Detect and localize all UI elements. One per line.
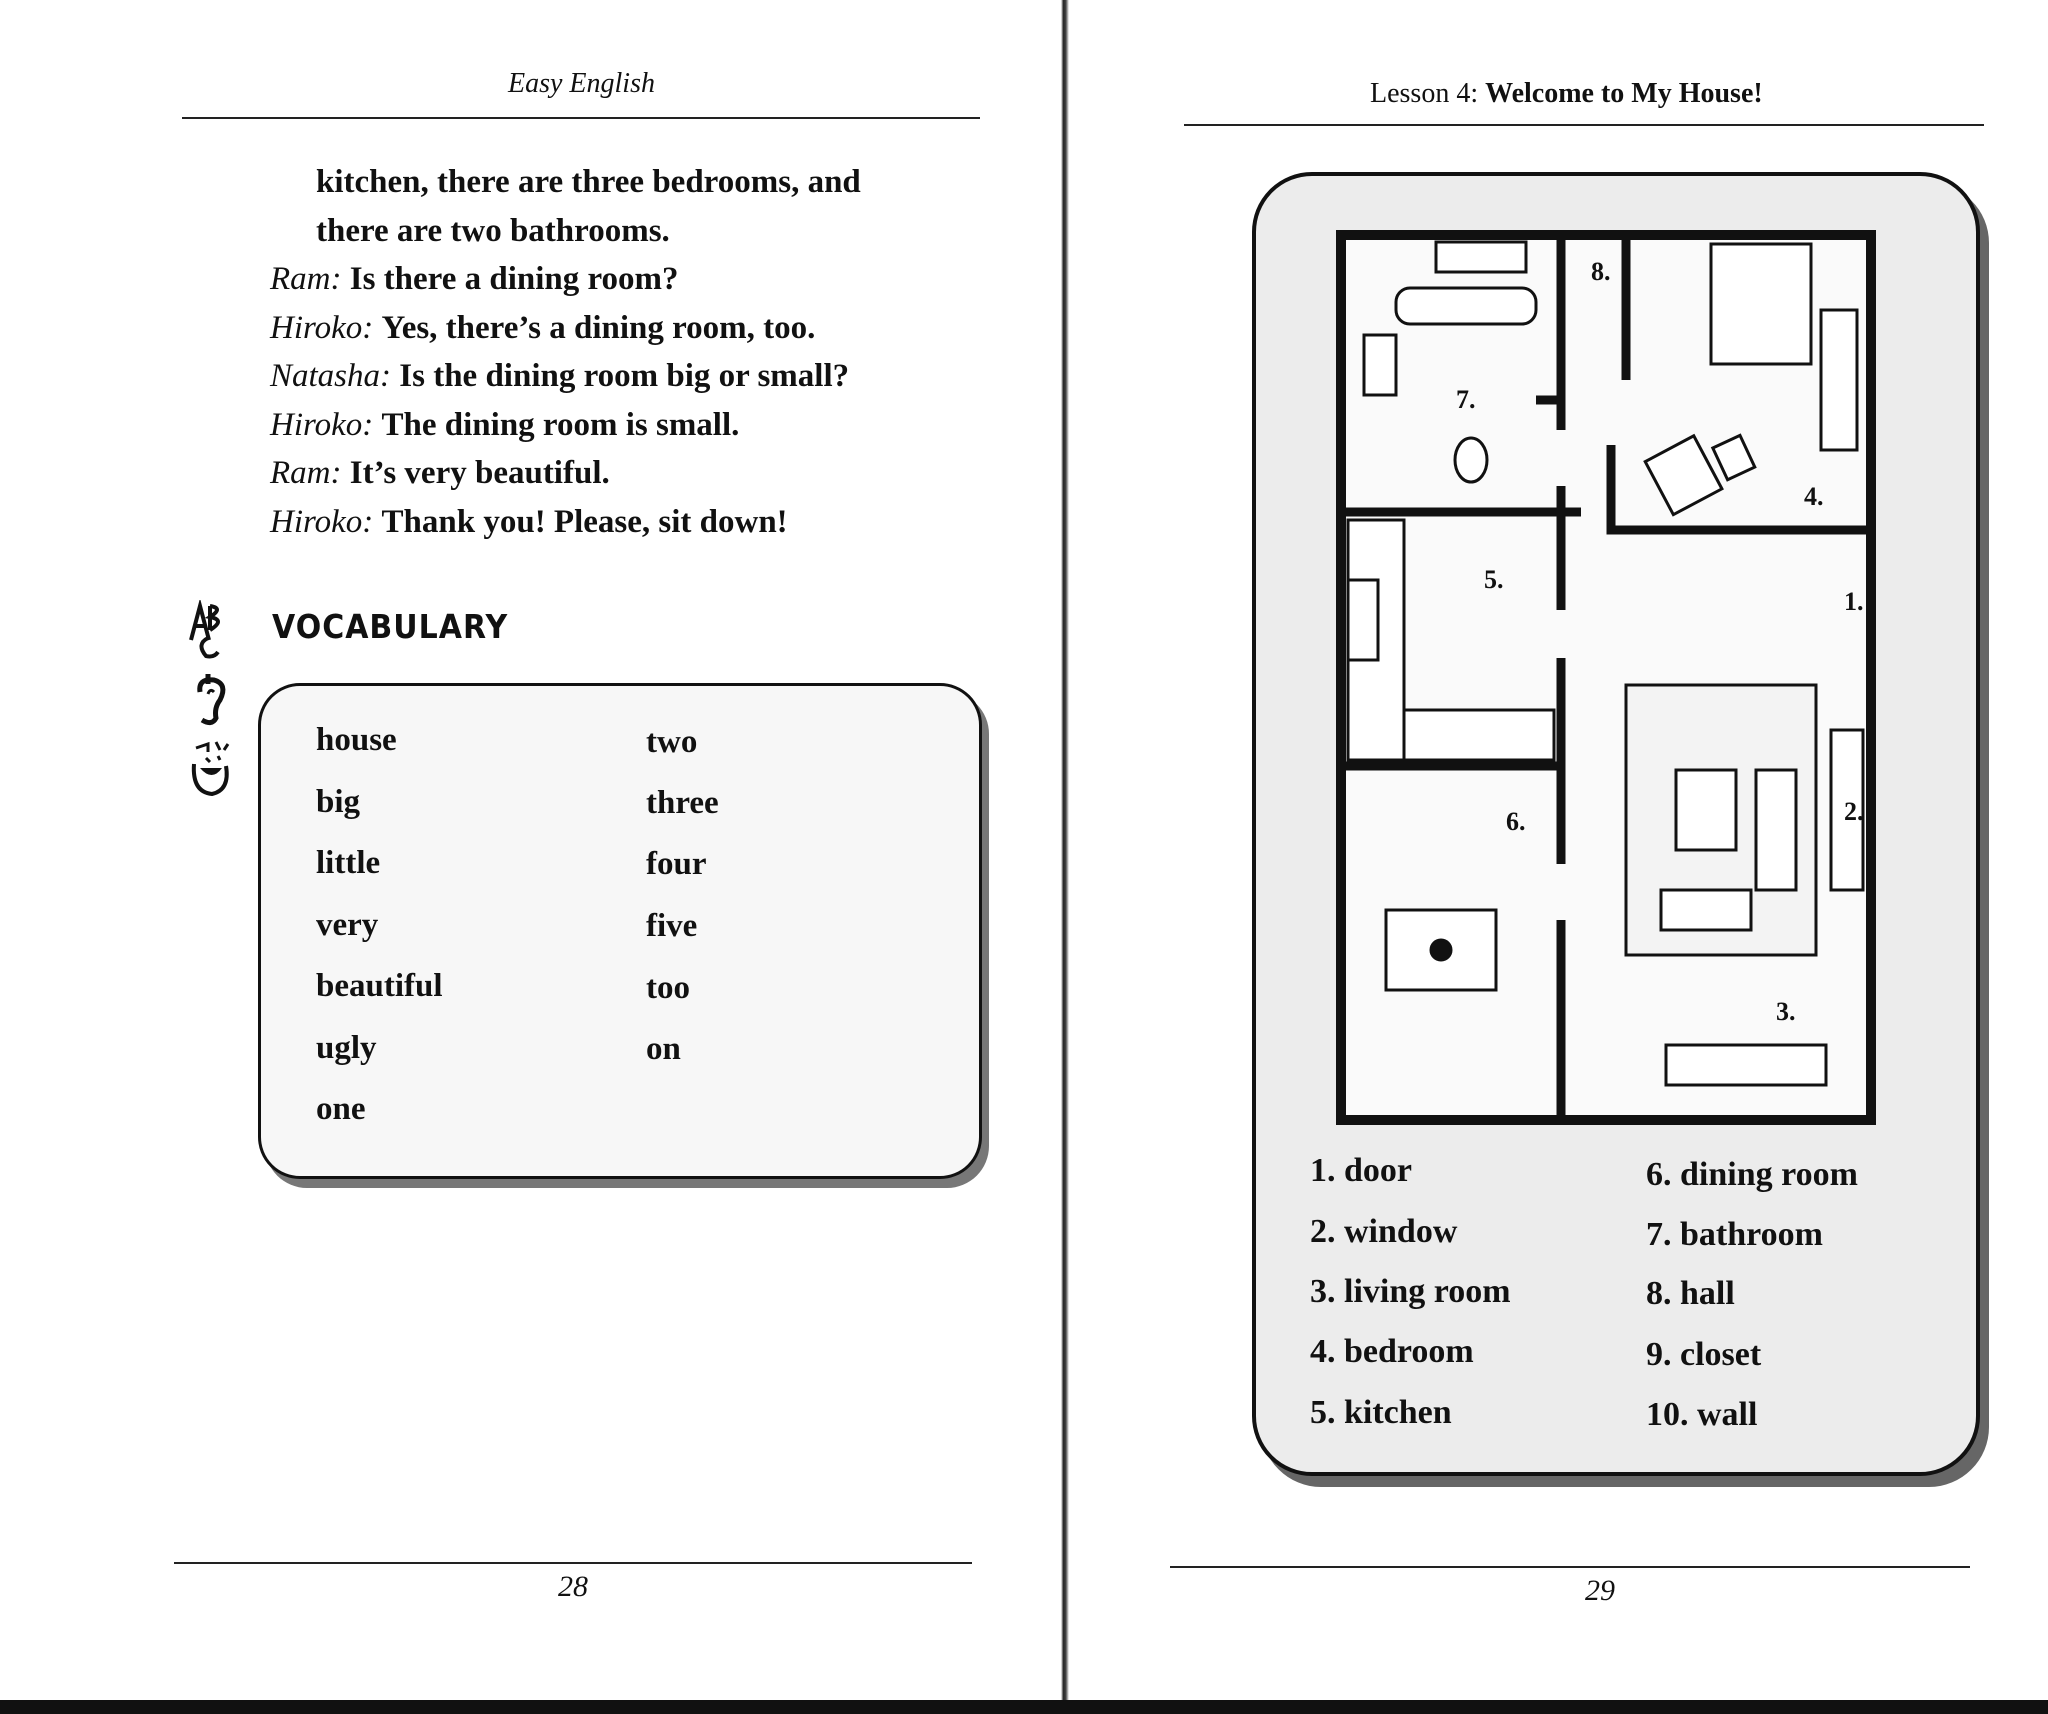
- footer-rule: [174, 1562, 972, 1564]
- vocabulary-word: very: [316, 907, 379, 943]
- vocabulary-word: on: [646, 1031, 681, 1067]
- header-rule: [1184, 124, 1984, 126]
- vocabulary-word: two: [646, 724, 698, 760]
- dialogue-line: Hiroko: Yes, there’s a dining room, too.: [270, 304, 1030, 353]
- dialogue-line: Hiroko: The dining room is small.: [270, 401, 1030, 450]
- vocabulary-word: little: [316, 845, 381, 881]
- dialogue-line: Ram: It’s very beautiful.: [270, 449, 1030, 498]
- room-label: 6.: [1506, 807, 1526, 836]
- living-room-furniture: [1624, 683, 1865, 1087]
- room-label: 7.: [1456, 385, 1476, 414]
- room-label: 8.: [1591, 257, 1611, 286]
- legend-item: 9. closet: [1646, 1336, 1762, 1373]
- speaker-name: Natasha:: [270, 358, 392, 394]
- dialogue-line: there are two bathrooms.: [316, 212, 670, 249]
- vocabulary-word: beautiful: [316, 968, 443, 1004]
- bathroom-fixtures: [1362, 240, 1538, 484]
- running-head: Easy English: [508, 68, 655, 99]
- page-number: 29: [1585, 1574, 1615, 1607]
- abc-letters-icon: [189, 600, 220, 659]
- lesson-title: Welcome to My House!: [1485, 78, 1763, 109]
- interior-walls: [1341, 240, 1866, 1115]
- speaker-name: Hiroko:: [270, 309, 374, 346]
- vocabulary-heading: VOCABULARY: [272, 608, 509, 647]
- running-head: Lesson 4: Welcome to My House!: [1370, 78, 1763, 110]
- ear-icon: [197, 674, 226, 726]
- speech-text: Is there a dining room?: [349, 261, 679, 297]
- dialogue: kitchen, there are three bedrooms, and t…: [270, 158, 1030, 546]
- legend-item: 5. kitchen: [1310, 1394, 1452, 1431]
- lesson-number: Lesson 4:: [1370, 78, 1479, 109]
- speaker-name: Hiroko:: [270, 503, 374, 540]
- dialogue-line: Ram: Is there a dining room?: [270, 255, 1030, 304]
- bedroom-furniture: [1643, 242, 1859, 517]
- book-spine: [1061, 0, 1069, 1714]
- dialogue-line: Natasha: Is the dining room big or small…: [270, 352, 1030, 401]
- speech-text: The dining room is small.: [381, 406, 740, 443]
- dining-table: [1384, 908, 1498, 992]
- legend-item: 8. hall: [1646, 1275, 1735, 1312]
- speaker-name: Ram:: [270, 455, 342, 491]
- page-number: 28: [558, 1570, 588, 1603]
- legend-item: 7. bathroom: [1646, 1216, 1823, 1253]
- footer-rule: [1170, 1566, 1970, 1568]
- vocabulary-word: five: [646, 908, 698, 944]
- legend-item: 4. bedroom: [1310, 1333, 1474, 1370]
- room-label: 5.: [1484, 565, 1504, 594]
- room-label: 4.: [1804, 482, 1824, 511]
- speech-text: Yes, there’s a dining room, too.: [381, 309, 816, 346]
- vocabulary-word: too: [646, 970, 690, 1006]
- speech-text: Is the dining room big or small?: [399, 358, 850, 394]
- legend-item: 10. wall: [1646, 1396, 1758, 1433]
- vocabulary-word: four: [646, 846, 707, 882]
- page-bottom-edge: [0, 1700, 2048, 1714]
- vocabulary-word: ugly: [316, 1030, 377, 1066]
- vocabulary-word: three: [646, 785, 719, 821]
- speaker-name: Hiroko:: [270, 406, 374, 443]
- room-label: 1.: [1844, 587, 1864, 616]
- legend-item: 2. window: [1310, 1213, 1458, 1250]
- vocabulary-word: house: [316, 722, 397, 758]
- floor-plan-illustration: 1. 2. 3. 4. 5. 6. 7. 8.: [1336, 230, 1876, 1125]
- header-rule: [182, 117, 980, 119]
- vocabulary-box: house big little very beautiful ugly one…: [258, 683, 982, 1179]
- speaking-face-icon: [191, 741, 230, 797]
- room-label: 2.: [1844, 797, 1864, 826]
- vocabulary-word: big: [316, 784, 361, 820]
- speech-text: It’s very beautiful.: [349, 455, 610, 491]
- legend-item: 6. dining room: [1646, 1156, 1858, 1193]
- floor-plan-card: 1. 2. 3. 4. 5. 6. 7. 8. 1. door 2. windo…: [1252, 172, 1980, 1476]
- room-label: 3.: [1776, 997, 1796, 1026]
- vocabulary-word: one: [316, 1091, 366, 1127]
- left-page: Easy English kitchen, there are three be…: [174, 68, 1030, 1603]
- speech-text: Thank you! Please, sit down!: [381, 503, 788, 540]
- speaker-name: Ram:: [270, 261, 342, 297]
- dialogue-line: kitchen, there are three bedrooms, and: [316, 164, 861, 200]
- legend-item: 1. door: [1310, 1152, 1412, 1189]
- legend-item: 3. living room: [1310, 1273, 1511, 1310]
- kitchen-counters: [1346, 518, 1556, 762]
- dialogue-line: Hiroko: Thank you! Please, sit down!: [270, 498, 1030, 547]
